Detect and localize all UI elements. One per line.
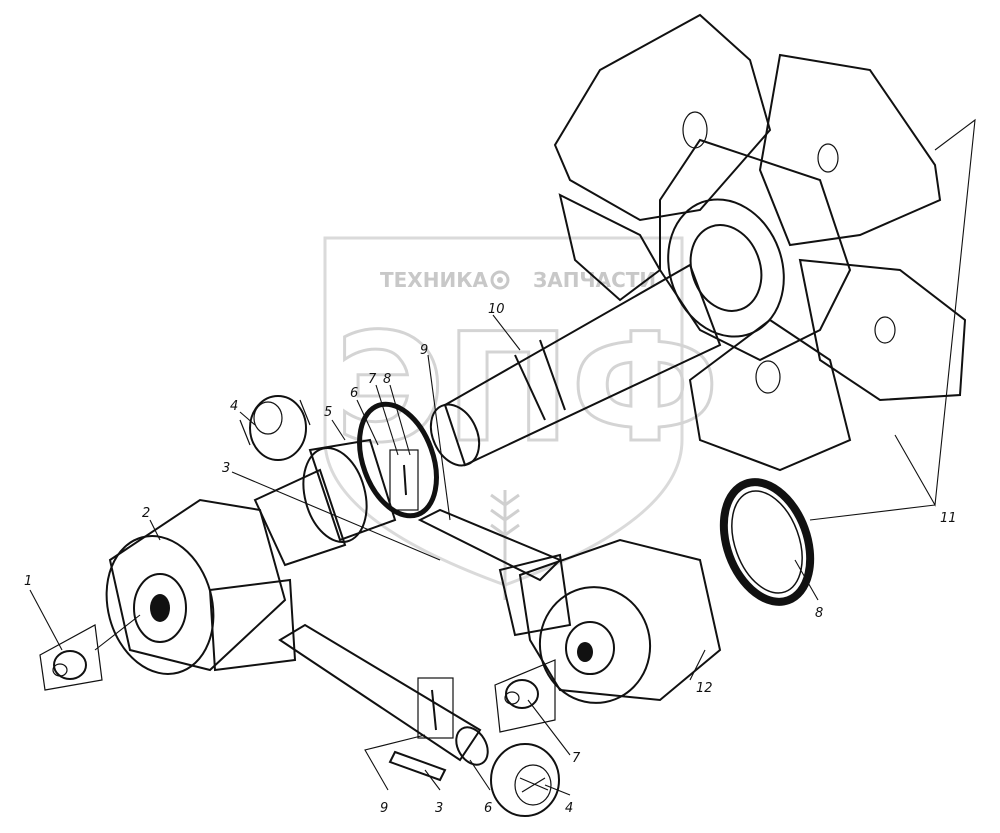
callout-9-upper: 9 xyxy=(420,343,428,358)
part-11-fan-impeller xyxy=(553,13,967,472)
part-4-nut-upper xyxy=(239,395,311,461)
part-8-seal-ring-upper xyxy=(357,401,439,519)
callout-4-upper: 4 xyxy=(230,399,238,414)
callout-2: 2 xyxy=(142,506,150,521)
callout-7-upper: 7 xyxy=(368,372,377,387)
callout-6-lower: 6 xyxy=(484,801,492,816)
callout-11: 11 xyxy=(940,511,957,526)
callout-9-lower: 9 xyxy=(380,801,388,816)
callout-1: 1 xyxy=(24,574,32,589)
callout-5: 5 xyxy=(324,405,332,420)
part-12-right-hub xyxy=(498,538,722,704)
callout-3-upper: 3 xyxy=(222,461,230,476)
watermark-text-right: ЗАПЧАСТИ xyxy=(533,268,656,292)
part-8-seal-ring-lower xyxy=(719,478,815,606)
part-1-plug xyxy=(39,614,141,691)
part-7-fitting-lower xyxy=(494,659,556,733)
part-2-left-hub xyxy=(105,498,297,675)
part-3-pin xyxy=(388,750,447,782)
callout-4-lower: 4 xyxy=(565,801,573,816)
watermark-logo-letters: ЭПФ xyxy=(335,302,719,476)
watermark: ЭПФ ТЕХНИКА ЗАПЧАСТИ xyxy=(323,236,721,600)
callout-8-lower: 8 xyxy=(815,606,823,621)
part-4-nut-lower xyxy=(490,743,560,817)
wheat-icon xyxy=(490,490,520,600)
part-10-shaft xyxy=(429,263,722,467)
gear-icon xyxy=(490,270,510,290)
callout-8-upper: 8 xyxy=(383,372,391,387)
watermark-text-left: ТЕХНИКА xyxy=(380,268,489,292)
callout-10: 10 xyxy=(488,302,505,317)
leader-lines xyxy=(29,118,976,796)
callout-7-lower: 7 xyxy=(572,751,581,766)
callout-3-lower: 3 xyxy=(435,801,443,816)
callout-labels: 1 2 3 4 5 6 7 8 9 10 11 8 12 7 9 3 6 4 xyxy=(24,302,957,816)
part-9-threaded-shaft xyxy=(278,623,489,766)
callout-6-upper: 6 xyxy=(350,386,358,401)
callout-12: 12 xyxy=(696,681,713,696)
